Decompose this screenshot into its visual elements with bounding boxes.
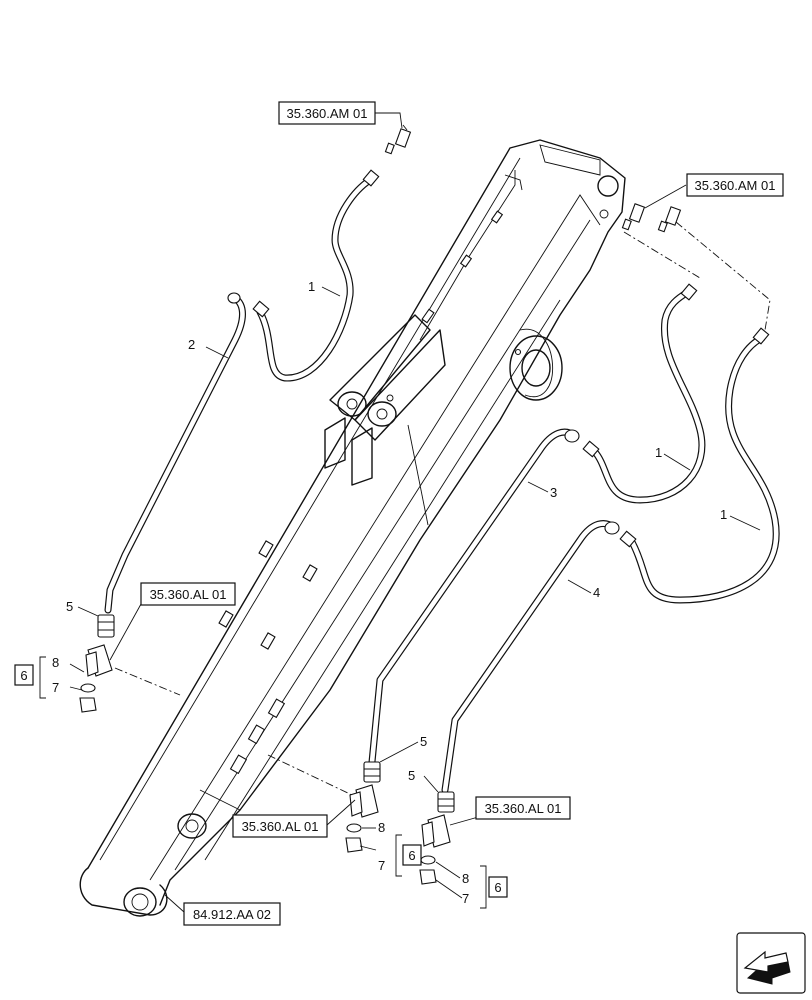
callout-numbers: 1 2 1 1 3 4 5 8 7 5 5 8 7 8 7 [52, 279, 727, 906]
leader-lines [114, 221, 771, 796]
callout-5-right: 5 [408, 768, 415, 783]
ref-al-left-label: 35.360.AL 01 [150, 587, 227, 602]
valve-right [419, 791, 455, 885]
callout-8-right: 8 [462, 871, 469, 886]
callout-3: 3 [550, 485, 557, 500]
pipe-2 [104, 292, 246, 614]
hose-1-mid [582, 283, 706, 504]
hose-1-top [252, 124, 412, 382]
callout-8-left: 8 [52, 655, 59, 670]
valve-left [79, 614, 115, 713]
kit-right-label: 6 [494, 880, 501, 895]
kit-mid-label: 6 [408, 848, 415, 863]
callout-4: 4 [593, 585, 600, 600]
callout-1-top: 1 [308, 279, 315, 294]
connector-pair-right [621, 203, 682, 233]
kit-box-mid[interactable]: 6 [402, 844, 422, 866]
pipe-4 [441, 520, 620, 794]
valve-mid [345, 761, 381, 853]
ref-aa-bottom-label: 84.912.AA 02 [193, 907, 271, 922]
kit-box-right[interactable]: 6 [488, 876, 508, 898]
ref-am-right[interactable]: 35.360.AM 01 [686, 173, 784, 197]
hose-1-right [619, 327, 780, 604]
next-page-arrow-icon[interactable] [736, 932, 806, 994]
callout-2: 2 [188, 337, 195, 352]
ref-am-top[interactable]: 35.360.AM 01 [278, 101, 376, 125]
callout-7-right: 7 [462, 891, 469, 906]
callout-1-mid: 1 [655, 445, 662, 460]
kit-brackets [39, 656, 487, 909]
ref-al-mid[interactable]: 35.360.AL 01 [232, 814, 328, 838]
callout-7-left: 7 [52, 680, 59, 695]
kit-box-left[interactable]: 6 [14, 664, 34, 686]
callout-5-mid: 5 [420, 734, 427, 749]
ref-al-mid-label: 35.360.AL 01 [242, 819, 319, 834]
callout-1-right: 1 [720, 507, 727, 522]
ref-al-left[interactable]: 35.360.AL 01 [140, 582, 236, 606]
ref-aa-bottom[interactable]: 84.912.AA 02 [183, 902, 281, 926]
callout-8-mid: 8 [378, 820, 385, 835]
callout-5-left: 5 [66, 599, 73, 614]
callout-7-mid: 7 [378, 858, 385, 873]
boom-arm [79, 139, 626, 917]
ref-al-right[interactable]: 35.360.AL 01 [475, 796, 571, 820]
callout-leaders [69, 112, 761, 913]
ref-al-right-label: 35.360.AL 01 [485, 801, 562, 816]
pipe-3 [368, 428, 580, 766]
ref-am-top-label: 35.360.AM 01 [287, 106, 368, 121]
ref-am-right-label: 35.360.AM 01 [695, 178, 776, 193]
kit-left-label: 6 [20, 668, 27, 683]
